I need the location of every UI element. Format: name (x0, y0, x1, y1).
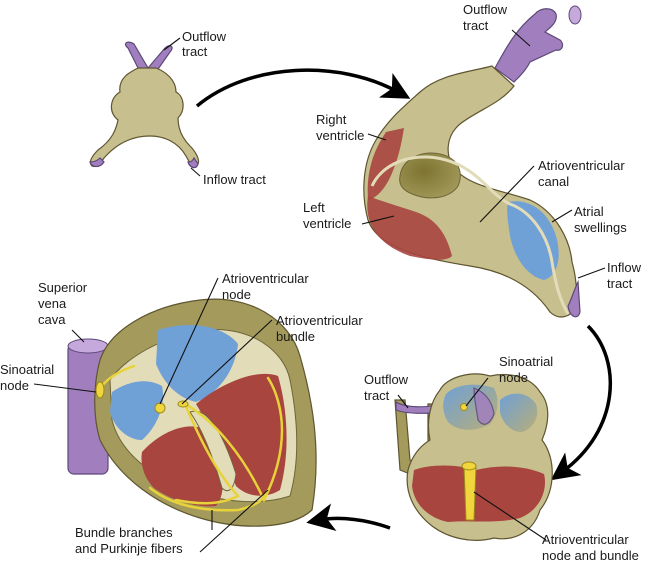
sa-node-3 (460, 403, 468, 411)
label-right-ventricle: Right ventricle (316, 112, 364, 143)
inflow-tract-right-end (187, 156, 199, 169)
leader-av-node-bundle (473, 491, 547, 541)
label-outflow-tract-1: Outflow tract (182, 29, 230, 59)
label-inflow-tract-1: Inflow tract (203, 172, 266, 187)
purkinje-fibers (148, 486, 270, 512)
leader-right-ventricle (367, 133, 387, 141)
leader-inflow-1 (190, 167, 201, 177)
left-ventricle-4 (196, 373, 287, 496)
leader-av-bundle-4 (181, 319, 273, 405)
label-av-canal: Atrioventricular canal (538, 158, 628, 189)
leader-inflow-2 (577, 267, 606, 279)
av-bundle-4 (177, 400, 189, 408)
label-superior-vena-cava: Superior vena cava (38, 280, 91, 327)
sinus-venosus-3 (473, 387, 495, 425)
leader-atrial-swellings (551, 209, 573, 223)
label-outflow-tract-3: Outflow tract (364, 372, 412, 403)
leader-av-node-4 (159, 277, 219, 405)
leader-sa-node-3 (465, 377, 489, 407)
inflow-tract-end (567, 279, 581, 318)
atrial-swelling (507, 201, 559, 280)
outflow-vessel-opening (568, 5, 582, 25)
av-node-3 (461, 461, 477, 471)
left-atrium-3 (500, 393, 538, 432)
label-inflow-tract-2: Inflow tract (607, 260, 645, 291)
left-ventricle-region (367, 196, 452, 260)
label-sa-node-4: Sinoatrial node (0, 362, 58, 393)
inflow-tract-left-end (89, 157, 105, 168)
ventricular-muscle-3 (412, 465, 545, 522)
label-bundle-branches-purkinje: Bundle branches and Purkinje fibers (75, 525, 183, 556)
leader-outflow-1 (163, 37, 181, 51)
right-ventricle-4 (141, 426, 223, 507)
stage-1-tubular-heart: Outflow tract Inflow tract (89, 29, 266, 187)
stage-2-looped-heart: Outflow tract Right ventricle Left ventr… (303, 2, 645, 318)
label-outflow-tract-2: Outflow tract (463, 2, 511, 33)
sa-node-4 (95, 381, 105, 399)
label-left-ventricle: Left ventricle (303, 200, 351, 231)
interventricular-cavity (399, 152, 461, 199)
inner-wall-loop (370, 155, 570, 315)
label-av-bundle-4: Atrioventricular bundle (276, 313, 366, 344)
flow-arrow-1-to-2 (195, 68, 411, 108)
label-av-node-bundle: Atrioventricular node and bundle (542, 532, 639, 563)
stage-3-septating-heart: Outflow tract Sinoatrial node Atrioventr… (364, 354, 639, 563)
stage-4-mature-heart: Superior vena cava Sinoatrial node Atrio… (0, 271, 366, 556)
right-bundle-branch (174, 402, 241, 505)
primitive-heart-tube (89, 67, 200, 168)
leader-outflow-2 (511, 29, 531, 47)
leader-left-ventricle (361, 215, 395, 225)
av-node-4 (154, 402, 166, 414)
leader-bundle-branches (199, 489, 269, 553)
svc-opening (67, 338, 109, 354)
sa-conduction-path (100, 364, 136, 388)
label-sa-node-3: Sinoatrial node (499, 354, 557, 385)
flow-arrow-3-to-4 (306, 503, 391, 531)
flow-arrow-2-to-3 (550, 324, 613, 481)
label-atrial-swellings: Atrial swellings (574, 204, 627, 235)
left-bundle-branch (183, 376, 284, 503)
left-atrium-4 (156, 325, 238, 402)
label-av-node-4: Atrioventricular node (222, 271, 312, 302)
outflow-tract-left-vessel (124, 41, 149, 73)
right-ventricle-region (367, 128, 404, 200)
leader-svc (71, 329, 85, 343)
leader-sa-node-4 (33, 383, 97, 393)
interventricular-septum-4 (189, 410, 237, 492)
leader-av-canal (479, 165, 535, 223)
leader-outflow-3 (397, 394, 409, 409)
av-bundle-3 (463, 465, 477, 521)
right-atrium-4 (110, 381, 164, 440)
